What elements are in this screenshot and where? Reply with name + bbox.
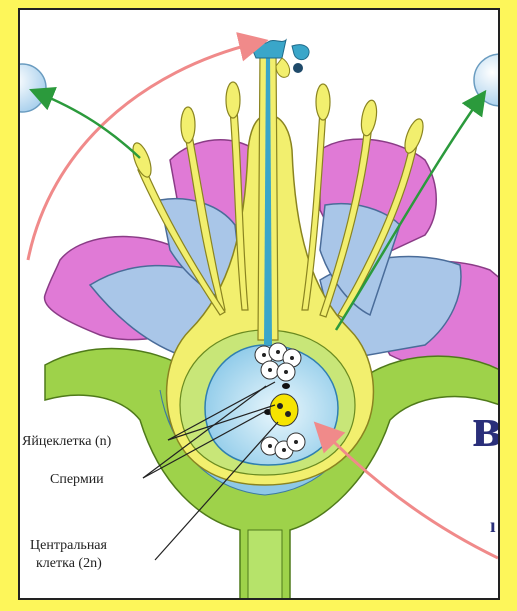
stamen-anther bbox=[226, 82, 240, 118]
central-cell bbox=[270, 394, 298, 426]
stamen-anther bbox=[181, 107, 195, 143]
pollen-grain-right bbox=[474, 54, 500, 106]
flower-fertilization-diagram bbox=[20, 10, 500, 600]
stigma-tip bbox=[292, 45, 309, 60]
arrow-green-left bbox=[36, 92, 140, 158]
sperm-nucleus bbox=[282, 383, 290, 389]
overlay-letter: в bbox=[472, 400, 500, 456]
label-central-cell-line2: клетка (2n) bbox=[36, 556, 102, 572]
diagram-frame: в ı Яйцеклетка (n) Спермии Центральная к… bbox=[18, 8, 500, 600]
stamen-anther bbox=[359, 99, 379, 137]
stalk bbox=[248, 530, 282, 600]
pollen-grain-left bbox=[20, 64, 46, 112]
label-sperm: Спермии bbox=[50, 472, 104, 488]
stamen-anther bbox=[129, 141, 154, 180]
label-egg-cell: Яйцеклетка (n) bbox=[22, 434, 111, 450]
stamen-anther bbox=[401, 117, 426, 156]
label-central-cell-line1: Центральная bbox=[30, 538, 107, 554]
overlay-letter-small: ı bbox=[490, 516, 496, 536]
pollen-on-stigma bbox=[293, 63, 303, 73]
stigma-lobe bbox=[276, 58, 290, 77]
stamen-anther bbox=[316, 84, 330, 120]
